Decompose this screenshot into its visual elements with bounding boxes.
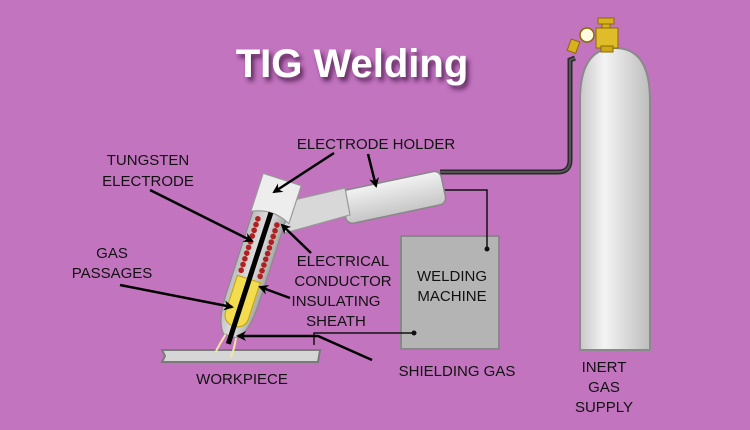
arrow-tungsten-electrode <box>149 188 254 243</box>
label-electrode-holder: ELECTRODE HOLDER <box>297 136 456 153</box>
arrow-shielding-gas <box>236 331 373 362</box>
gas-stream <box>229 337 237 358</box>
workpiece <box>160 349 322 363</box>
label-tungsten-line1: TUNGSTEN <box>107 152 190 169</box>
label-electrical-conductor-line2: CONDUCTOR <box>294 273 391 290</box>
electrode-holder-handle <box>340 170 447 225</box>
label-workpiece: WORKPIECE <box>196 371 288 388</box>
power-terminal <box>484 246 490 252</box>
arrow-electrode-holder-handle <box>366 153 379 188</box>
arrow-insulating-sheath <box>258 285 291 300</box>
arrow-gas-passages <box>119 283 234 311</box>
label-inert-gas-line3: SUPPLY <box>575 399 633 416</box>
leader-arrows <box>119 151 379 362</box>
torch-nozzle <box>214 172 302 358</box>
cylinder-valve <box>566 17 619 54</box>
label-insulating-sheath-line1: INSULATING <box>292 293 381 310</box>
label-insulating-sheath-line2: SHEATH <box>306 313 366 330</box>
label-gas-passages-line1: GAS <box>96 245 128 262</box>
tungsten-electrode-rod <box>225 211 274 345</box>
welding-machine <box>400 235 500 350</box>
welding-machine-label-line2: MACHINE <box>417 288 486 305</box>
label-inert-gas-line2: GAS <box>588 379 620 396</box>
pressure-gauge-icon <box>579 27 595 43</box>
label-inert-gas-line1: INERT <box>582 359 627 376</box>
arrow-electrode-holder-head <box>272 151 335 194</box>
arrow-electrical-conductor <box>280 223 312 254</box>
inert-gas-cylinder <box>579 46 651 351</box>
welding-machine-label-line1: WELDING <box>417 268 487 285</box>
gas-terminal <box>411 330 417 336</box>
gas-stream <box>214 334 227 353</box>
shielding-gas-line <box>313 332 414 345</box>
label-electrical-conductor-line1: ELECTRICAL <box>297 253 390 270</box>
label-shielding-gas: SHIELDING GAS <box>399 363 516 380</box>
gas-hose-highlight <box>440 57 576 173</box>
label-gas-passages-line2: PASSAGES <box>72 265 153 282</box>
diagram-title: TIG Welding <box>236 42 469 86</box>
power-cable <box>443 189 488 248</box>
label-tungsten-line2: ELECTRODE <box>102 173 194 190</box>
